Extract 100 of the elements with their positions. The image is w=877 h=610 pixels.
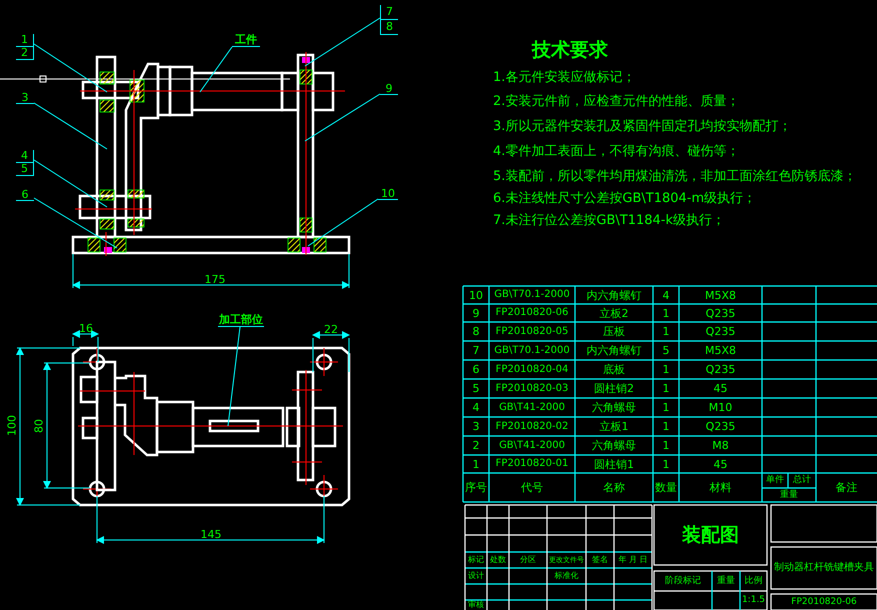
column-header: 代号 xyxy=(520,480,544,496)
leader-line xyxy=(34,44,108,92)
leader-line xyxy=(34,160,108,208)
callout-number: 7 8 xyxy=(380,5,398,35)
material: 45 xyxy=(712,381,728,397)
scale-value: 1:1.5 xyxy=(740,594,766,606)
title-block-label: 分区 xyxy=(519,554,537,566)
dimension-text: 22 xyxy=(323,323,339,335)
material: 45 xyxy=(712,456,728,472)
column-header: 单件 xyxy=(765,474,785,487)
material: Q235 xyxy=(704,306,736,322)
title-block-label: 签名 xyxy=(591,554,609,566)
leader-line xyxy=(34,102,108,150)
material: M10 xyxy=(708,400,734,416)
part-number: 10 xyxy=(468,288,484,304)
dimension-text: 100 xyxy=(6,414,18,438)
column-header: 材料 xyxy=(708,480,732,496)
title-block-label: 处数 xyxy=(489,554,507,566)
quantity: 5 xyxy=(662,343,670,359)
part-name: 六角螺母 xyxy=(591,400,637,416)
part-name: 内六角螺钉 xyxy=(586,343,642,359)
quantity: 1 xyxy=(662,438,670,454)
quantity: 1 xyxy=(662,324,670,340)
requirement-text: 6.未注线性尺寸公差按GB\T1804-m级执行； xyxy=(493,190,758,207)
fixture-name: 制动器杠杆铣键槽夹具 xyxy=(773,560,875,575)
leader-line xyxy=(200,46,232,92)
part-label: 工件 xyxy=(232,33,260,47)
dimension-text: 80 xyxy=(33,418,45,435)
part-name: 内六角螺钉 xyxy=(586,288,642,304)
dimension-text: 16 xyxy=(78,322,94,334)
material: Q235 xyxy=(704,419,736,435)
part-name: 底板 xyxy=(602,362,626,378)
column-header: 总计 xyxy=(792,474,812,487)
part-number: 8 xyxy=(472,324,480,340)
column-header: 序号 xyxy=(464,480,488,496)
requirement-text: 3.所以元器件安装孔及紧固件固定孔均按实物配打； xyxy=(493,118,792,135)
dimension-text: 145 xyxy=(200,528,222,540)
column-header: 备注 xyxy=(834,480,858,496)
leader-line xyxy=(34,198,118,248)
part-name: 圆柱销1 xyxy=(593,456,635,472)
quantity: 1 xyxy=(662,419,670,435)
requirement-text: 2.安装元件前，应检查元件的性能、质量； xyxy=(493,92,740,110)
part-code: FP2010820-06 xyxy=(494,306,570,320)
part-number: 6 xyxy=(472,362,480,378)
part-name: 六角螺母 xyxy=(591,438,637,454)
material: Q235 xyxy=(704,362,736,378)
material: M5X8 xyxy=(704,343,738,359)
requirement-text: 5.装配前，所以零件均用煤油清洗，非加工面涂红色防锈底漆； xyxy=(493,168,858,185)
material: M5X8 xyxy=(704,288,738,304)
leader-line xyxy=(304,94,380,142)
requirements-heading: 技术要求 xyxy=(530,38,609,62)
title-block-label: 设计 xyxy=(467,570,485,582)
quantity: 1 xyxy=(662,456,670,472)
part-name: 立板1 xyxy=(598,419,630,435)
requirement-text: 4.零件加工表面上，不得有沟痕、碰伤等； xyxy=(493,142,740,160)
part-number: 7 xyxy=(472,343,480,359)
column-header: 数量 xyxy=(654,480,678,496)
title-block-label: 标记 xyxy=(467,554,485,566)
part-code: FP2010820-03 xyxy=(494,382,570,396)
callout-number: 6 xyxy=(16,188,34,201)
part-number: 4 xyxy=(472,400,480,416)
part-code: FP2010820-04 xyxy=(494,362,570,376)
requirement-text: 7.未注行位公差按GB\T1184-k级执行； xyxy=(493,212,726,229)
callout-number: 1 2 xyxy=(16,34,34,60)
callout-number: 4 5 xyxy=(16,150,34,176)
leader-line xyxy=(228,326,240,426)
quantity: 1 xyxy=(662,306,670,322)
title-block-label: 标准化 xyxy=(554,570,580,582)
quantity: 1 xyxy=(662,400,670,416)
callout-number: 9 xyxy=(380,82,398,95)
part-name: 压板 xyxy=(602,324,626,340)
part-code: FP2010820-02 xyxy=(494,420,570,434)
quantity: 1 xyxy=(662,362,670,378)
part-number: 3 xyxy=(472,419,480,435)
quantity: 1 xyxy=(662,381,670,397)
quantity: 4 xyxy=(662,288,670,304)
leader-line xyxy=(308,198,378,246)
part-number: 1 xyxy=(472,456,480,472)
drawing-number: FP2010820-06 xyxy=(790,596,858,608)
part-code: GB\T41-2000 xyxy=(498,400,566,414)
title-block-label: 年 月 日 xyxy=(617,554,649,566)
part-name: 圆柱销2 xyxy=(593,381,635,397)
part-code: GB\T70.1-2000 xyxy=(493,288,571,302)
title-block-label: 阶段标记 xyxy=(664,574,702,588)
column-header: 名称 xyxy=(602,480,626,496)
callout-number: 3 xyxy=(16,91,34,104)
leader-line xyxy=(304,18,380,66)
callout-number: 10 xyxy=(378,187,398,200)
title-block-label: 审核 xyxy=(467,601,485,609)
part-number: 2 xyxy=(472,438,480,454)
part-name: 立板2 xyxy=(598,306,630,322)
material: M8 xyxy=(711,438,730,454)
column-header: 重量 xyxy=(779,488,799,502)
part-code: FP2010820-01 xyxy=(494,457,570,471)
part-number: 9 xyxy=(472,306,480,322)
requirement-text: 1.各元件安装应做标记； xyxy=(493,68,636,86)
title-block-label: 比例 xyxy=(744,574,764,588)
part-label: 加工部位 xyxy=(218,312,264,327)
part-number: 5 xyxy=(472,381,480,397)
dimension-text: 175 xyxy=(204,273,226,285)
